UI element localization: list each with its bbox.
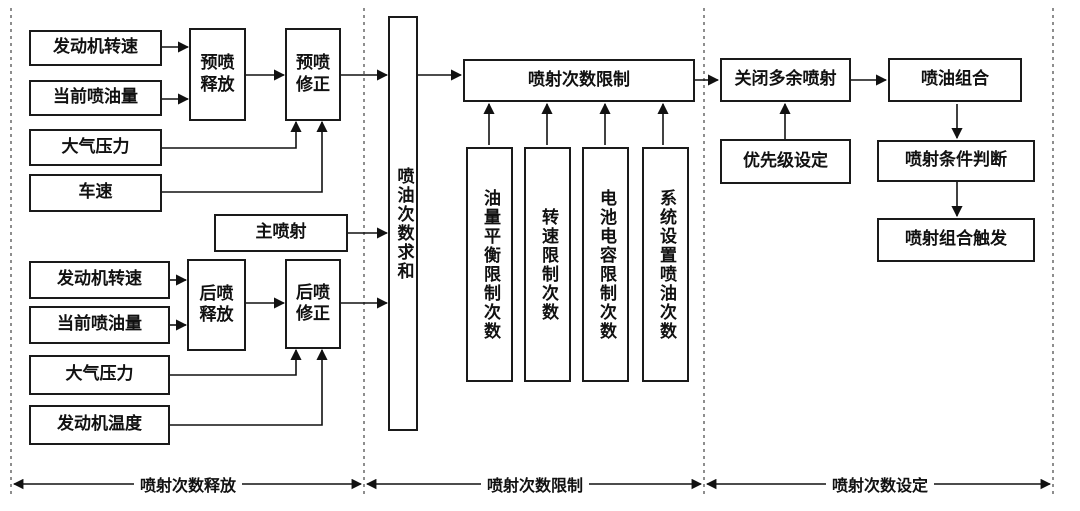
post-injection-correction-box: 后喷 修正 <box>285 259 341 349</box>
injection-condition-box: 喷射条件判断 <box>877 140 1035 182</box>
fuel-quantity-box-2: 当前喷油量 <box>29 306 170 344</box>
fuel-balance-limit-box: 油量平衡限制次数 <box>466 147 513 382</box>
battery-capacitor-limit-box: 电池电容限制次数 <box>582 147 629 382</box>
injection-trigger-box: 喷射组合触发 <box>877 218 1035 262</box>
vehicle-speed-box: 车速 <box>29 174 162 212</box>
section-label-limit: 喷射次数限制 <box>480 472 590 496</box>
section-dividers <box>10 8 1054 498</box>
post-injection-release-box: 后喷 释放 <box>187 259 246 351</box>
close-extra-injection-box: 关闭多余喷射 <box>720 58 851 102</box>
atmospheric-pressure-box-1: 大气压力 <box>29 129 162 166</box>
main-injection-box: 主喷射 <box>214 214 348 252</box>
pre-injection-correction-box: 预喷 修正 <box>285 28 341 121</box>
section-label-release: 喷射次数释放 <box>133 472 243 496</box>
section-label-setting: 喷射次数设定 <box>825 472 935 496</box>
pre-injection-release-box: 预喷 释放 <box>189 28 246 121</box>
engine-temperature-box: 发动机温度 <box>29 405 170 445</box>
fuel-quantity-box-1: 当前喷油量 <box>29 80 162 116</box>
priority-setting-box: 优先级设定 <box>720 139 851 184</box>
atmospheric-pressure-box-2: 大气压力 <box>29 355 170 395</box>
injection-count-limit-box: 喷射次数限制 <box>463 59 695 102</box>
injection-count-sum-box: 喷油次数求和 <box>388 16 418 431</box>
flow-arrows <box>162 41 963 426</box>
system-setting-count-box: 系统设置喷油次数 <box>642 147 689 382</box>
speed-limit-box: 转速限制次数 <box>524 147 571 382</box>
injection-combination-box: 喷油组合 <box>888 58 1022 102</box>
engine-speed-box-1: 发动机转速 <box>29 30 162 66</box>
engine-speed-box-2: 发动机转速 <box>29 261 170 299</box>
